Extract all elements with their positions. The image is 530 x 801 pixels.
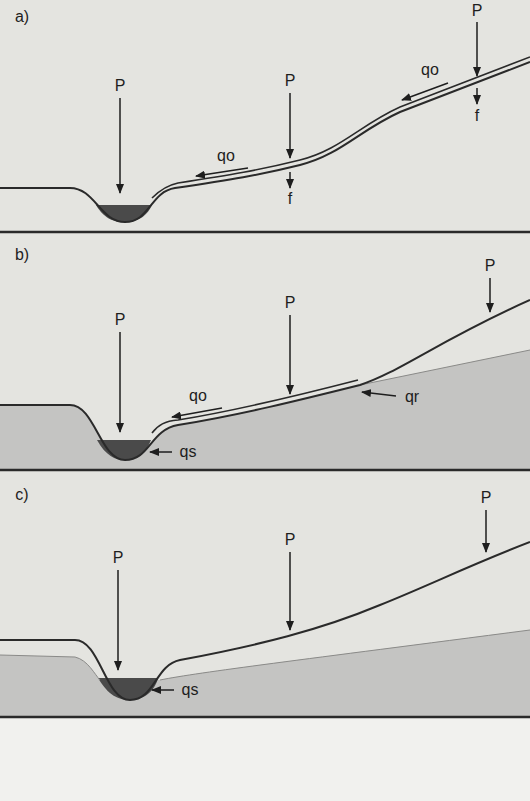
ground-surface [0, 300, 530, 460]
ground-surface [0, 62, 530, 222]
precipitation-label: P [284, 294, 297, 312]
flow-arrows [120, 22, 477, 193]
flow-arrows [120, 278, 490, 452]
flow-label: qs [181, 681, 200, 699]
flow-label: qr [404, 388, 420, 406]
panel-baseline [0, 716, 530, 719]
precipitation-label: P [471, 2, 484, 20]
saturated-zone [0, 350, 530, 470]
infiltration-label: f [474, 107, 480, 125]
infiltration-label: f [287, 190, 293, 208]
precipitation-label: P [114, 311, 127, 329]
channel-water [97, 440, 151, 460]
panel-letter: c) [14, 486, 29, 504]
flow-label: qs [179, 443, 198, 461]
paper-ground [0, 0, 530, 717]
precipitation-label: P [114, 77, 127, 95]
panel-baseline [0, 469, 530, 472]
panel-baseline [0, 231, 530, 234]
precipitation-label: P [284, 531, 297, 549]
water-table [0, 630, 530, 680]
flow-arrows [118, 510, 486, 690]
precipitation-label: P [480, 489, 493, 507]
overland-flow-layer [152, 57, 530, 198]
saturated-zone [0, 630, 530, 717]
overland-flow-layer [152, 380, 358, 433]
precipitation-label: P [484, 257, 497, 275]
precipitation-label: P [112, 549, 125, 567]
flow-label: qo [420, 61, 440, 79]
ground-surface [0, 542, 530, 700]
panel-letter: b) [14, 246, 30, 264]
water-table [360, 350, 530, 385]
flow-label: qo [188, 387, 208, 405]
flow-label: qo [216, 147, 236, 165]
paper-ground [0, 717, 530, 801]
panel-letter: a) [14, 8, 30, 26]
precipitation-label: P [284, 72, 297, 90]
